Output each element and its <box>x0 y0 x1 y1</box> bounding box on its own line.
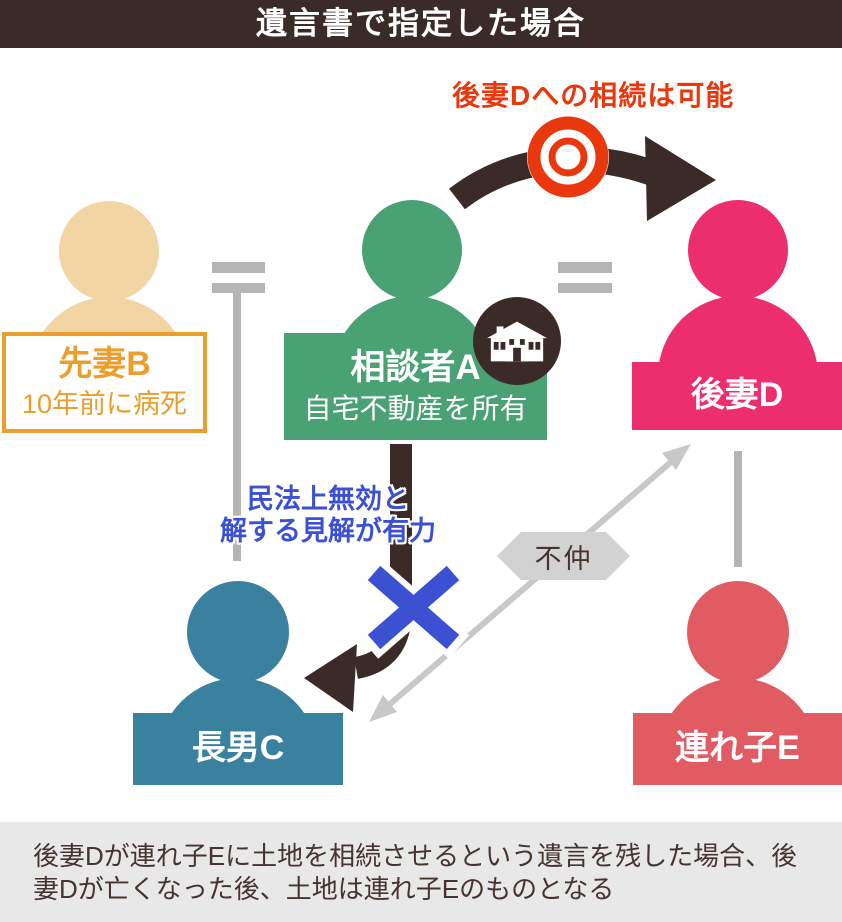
discord-label: 不仲 <box>534 543 593 574</box>
person-name: 連れ子E <box>675 729 800 768</box>
person-head <box>187 581 289 683</box>
house-icon <box>486 321 548 362</box>
person-name: 長男C <box>191 729 285 768</box>
label-stepchild-e: 連れ子E <box>633 713 842 785</box>
discord-arrow <box>369 444 691 722</box>
label-first-wife-b: 先妻B 10年前に病死 <box>2 332 207 433</box>
house-badge <box>473 297 561 385</box>
page-title: 遺言書で指定した場合 <box>0 0 842 48</box>
person-head <box>687 581 789 683</box>
invalid-note-line2: 解する見解が有力 <box>220 516 436 547</box>
equals-sign <box>558 262 612 293</box>
civil-law-invalid-note: 民法上無効と 解する見解が有力 <box>198 483 458 548</box>
label-eldest-son-c: 長男C <box>133 713 343 785</box>
descent-line-to-e <box>734 451 742 567</box>
discord-hexagon <box>497 532 630 580</box>
equals-sign <box>212 262 265 293</box>
person-name: 先妻B <box>58 344 151 383</box>
descent-line-to-c <box>233 293 241 561</box>
invalid-note-line1: 民法上無効と <box>247 484 409 514</box>
person-head <box>362 200 462 300</box>
person-name: 後妻D <box>690 376 784 415</box>
person-name: 相談者A <box>350 347 481 387</box>
person-note: 自宅不動産を所有 <box>303 392 528 424</box>
label-second-wife-d: 後妻D <box>632 362 842 430</box>
double-circle-icon <box>527 116 609 198</box>
x-cross-icon <box>357 556 470 659</box>
inheritance-possible-note: 後妻Dへの相続は可能 <box>452 80 735 111</box>
person-head <box>59 201 159 301</box>
person-head <box>688 200 788 300</box>
caption-text: 後妻Dが連れ子Eに土地を相続させるという遺言を残した場合、後妻Dが亡くなった後、… <box>0 822 842 922</box>
person-note: 10年前に病死 <box>21 388 188 419</box>
